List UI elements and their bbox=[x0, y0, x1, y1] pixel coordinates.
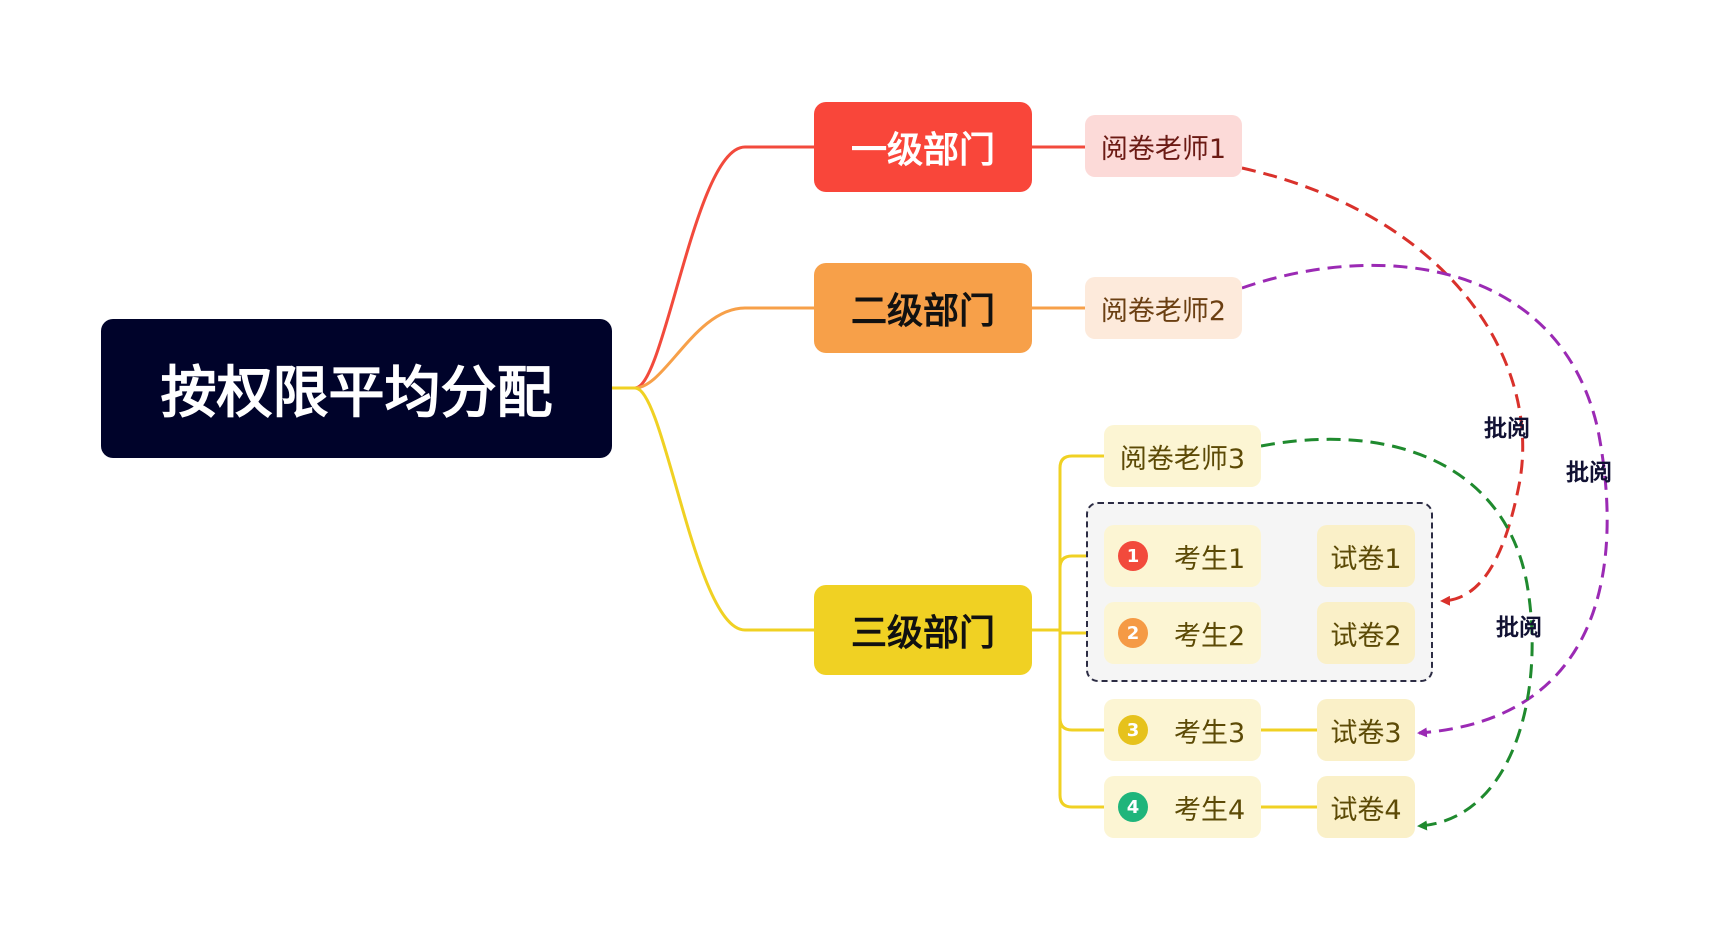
tree-trunk bbox=[1058, 454, 1104, 809]
root-node[interactable]: 按权限平均分配 bbox=[101, 319, 612, 458]
student-label: 考生4 bbox=[1174, 794, 1246, 826]
student-label: 考生2 bbox=[1174, 620, 1246, 652]
review-label-3: 批阅 bbox=[1496, 615, 1542, 641]
student-node-4[interactable]: 4 考生4 bbox=[1104, 776, 1261, 838]
student-label: 考生1 bbox=[1174, 543, 1246, 575]
tree-branch-student1 bbox=[1058, 554, 1104, 569]
branch-line-dept2 bbox=[612, 306, 814, 390]
teacher-node-2[interactable]: 阅卷老师2 bbox=[1085, 277, 1242, 339]
paper-node-3[interactable]: 试卷3 bbox=[1317, 699, 1415, 761]
review-arrow-red bbox=[1241, 166, 1525, 606]
review-label-1: 批阅 bbox=[1484, 416, 1530, 442]
student-node-1[interactable]: 1 考生1 bbox=[1104, 525, 1261, 587]
branch-line-dept1 bbox=[612, 145, 814, 390]
paper-node-2[interactable]: 试卷2 bbox=[1317, 602, 1415, 664]
tree-branch-student3 bbox=[1058, 717, 1104, 732]
review-arrow-green bbox=[1260, 437, 1534, 831]
review-arrow-purple bbox=[1241, 263, 1609, 738]
department-node-1[interactable]: 一级部门 bbox=[814, 102, 1032, 192]
teacher-node-1[interactable]: 阅卷老师1 bbox=[1085, 115, 1242, 177]
review-label-2: 批阅 bbox=[1566, 460, 1612, 486]
paper-node-4[interactable]: 试卷4 bbox=[1317, 776, 1415, 838]
number-badge-icon: 3 bbox=[1118, 715, 1148, 745]
student-node-3[interactable]: 3 考生3 bbox=[1104, 699, 1261, 761]
student-label: 考生3 bbox=[1174, 717, 1246, 749]
number-badge-icon: 4 bbox=[1118, 792, 1148, 822]
number-badge-icon: 1 bbox=[1118, 541, 1148, 571]
department-node-2[interactable]: 二级部门 bbox=[814, 263, 1032, 353]
student-node-2[interactable]: 2 考生2 bbox=[1104, 602, 1261, 664]
teacher-node-3[interactable]: 阅卷老师3 bbox=[1104, 425, 1261, 487]
branch-line-dept3 bbox=[612, 386, 814, 632]
paper-node-1[interactable]: 试卷1 bbox=[1317, 525, 1415, 587]
department-node-3[interactable]: 三级部门 bbox=[814, 585, 1032, 675]
number-badge-icon: 2 bbox=[1118, 618, 1148, 648]
